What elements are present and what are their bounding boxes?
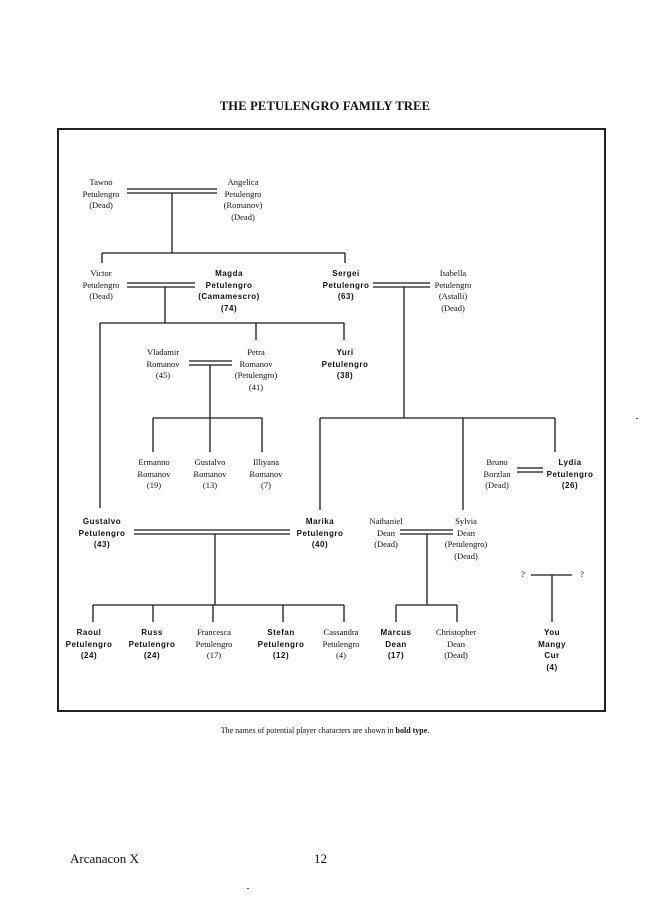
- scan-speck: [247, 888, 249, 889]
- person-sergei: Sergei Petulengro (63): [322, 269, 370, 302]
- scan-speck: [636, 418, 638, 419]
- person-yuri: Yuri Petulengro (38): [321, 348, 369, 381]
- person-raoul: Raoul Petulengro (24): [65, 628, 113, 661]
- person-isabella: Isabella Petulengro (Astalli) (Dead): [434, 268, 472, 313]
- person-unknown-left: ?: [521, 569, 525, 579]
- person-illiyana: Illiyana Romanov (7): [249, 457, 283, 491]
- person-lydia: Lydia Petulengro (26): [546, 458, 594, 491]
- person-sylvia: Sylvia Dean (Petulengro) (Dead): [444, 516, 488, 561]
- person-russ: Russ Petulengro (24): [128, 628, 176, 661]
- person-petra: Petra Romanov (Petulengro) (41): [234, 347, 278, 392]
- person-bruno: Bruno Borzlan (Dead): [483, 457, 511, 491]
- person-cassandra: Cassandra Petulengro (4): [322, 627, 360, 661]
- footer-publication: Arcanacon X: [70, 851, 139, 866]
- person-victor: Victor Petulengro (Dead): [82, 268, 120, 302]
- person-angelica: Angelica Petulengro (Romanov) (Dead): [223, 177, 263, 222]
- legend-caption: The names of potential player characters…: [220, 726, 430, 735]
- person-christopher: Christopher Dean (Dead): [435, 627, 477, 661]
- person-marcus: Marcus Dean (17): [380, 628, 412, 661]
- person-stefan: Stefan Petulengro (12): [257, 628, 305, 661]
- person-marika: Marika Petulengro (40): [296, 517, 344, 550]
- person-tawno: Tawno Petulengro (Dead): [82, 177, 120, 211]
- person-magda: Magda Petulengro (Camamescro) (74): [198, 269, 260, 313]
- family-tree-frame: [57, 128, 606, 712]
- page-number: 12: [314, 851, 327, 866]
- person-francesca: Francesca Petulengro (17): [195, 627, 233, 661]
- person-gustalvo-romanov: Gustalvo Romanov (13): [193, 457, 227, 491]
- person-vladamir: Vladamir Romanov (45): [146, 347, 180, 381]
- person-nathaniel: Nathaniel Dean (Dead): [369, 516, 403, 550]
- person-unknown-right: ?: [580, 569, 584, 579]
- person-gustalvo-petulengro: Gustalvo Petulengro (43): [78, 517, 126, 550]
- person-ermanno: Ermanno Romanov (19): [137, 457, 171, 491]
- page-title: THE PETULENGRO FAMILY TREE: [219, 99, 431, 113]
- person-you-mangy-cur: You Mangy Cur (4): [538, 628, 566, 672]
